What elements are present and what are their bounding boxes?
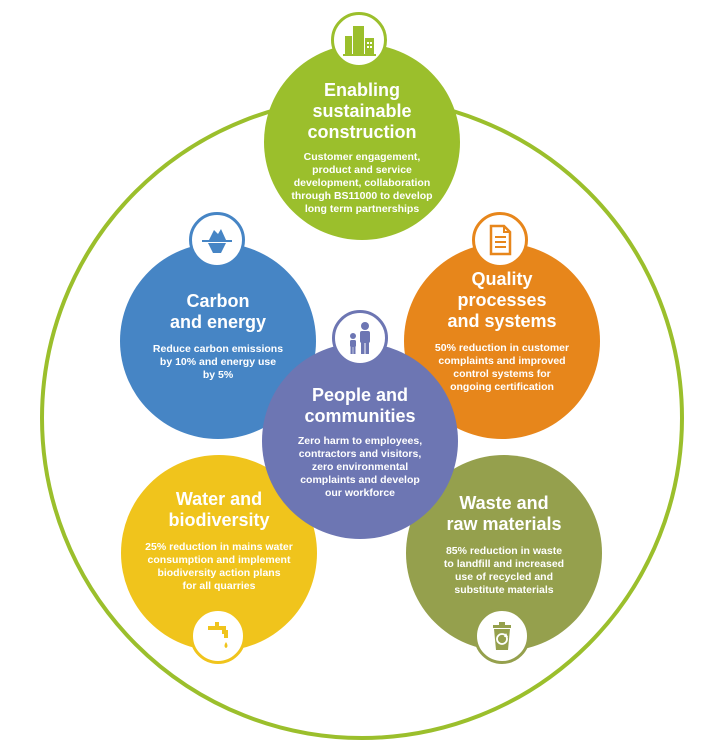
segment-people: People and communities Zero harm to empl… (262, 343, 458, 539)
desc-line: through BS11000 to develop (291, 190, 433, 202)
segment-title: Waste and raw materials (422, 493, 586, 535)
document-icon (472, 212, 528, 268)
segment-title: People and communities (274, 385, 446, 427)
desc-line: development, collaboration (293, 177, 431, 189)
desc-line: by 5% (202, 369, 234, 381)
title-line: raw materials (446, 514, 562, 534)
segment-description: Zero harm to employees, contractors and … (274, 435, 446, 500)
segment-title: Enabling sustainable construction (284, 80, 440, 143)
segment-description: 50% reduction in customer complaints and… (422, 342, 582, 394)
desc-line: 50% reduction in customer (434, 342, 570, 354)
title-line: biodiversity (168, 510, 270, 530)
tap-icon (190, 608, 246, 664)
title-line: Waste and (459, 493, 549, 513)
segment-title: Quality processes and systems (422, 269, 582, 332)
desc-line: Zero harm to employees, (297, 435, 423, 447)
desc-line: substitute materials (454, 584, 554, 596)
desc-line: product and service (312, 164, 412, 176)
desc-line: contractors and visitors, (298, 448, 422, 460)
title-line: construction (307, 122, 417, 142)
desc-line: 25% reduction in mains water (145, 541, 293, 553)
desc-line: control systems for (453, 368, 551, 380)
desc-line: to landfill and increased (443, 558, 565, 570)
segment-title: Carbon and energy (142, 291, 294, 333)
desc-line: Customer engagement, (303, 151, 421, 163)
segment-title: Water and biodiversity (135, 489, 303, 531)
people-icon (332, 310, 388, 366)
title-line: Enabling (324, 80, 400, 100)
title-line: Quality (471, 269, 533, 289)
desc-line: long term partnerships (304, 203, 420, 215)
title-line: sustainable (312, 101, 412, 121)
buildings-icon (331, 12, 387, 68)
segment-description: Customer engagement, product and service… (284, 151, 440, 216)
desc-line: consumption and implement (147, 554, 291, 566)
desc-line: by 10% and energy use (159, 356, 277, 368)
desc-line: use of recycled and (454, 571, 554, 583)
title-line: and systems (447, 311, 557, 331)
desc-line: complaints and develop (300, 474, 420, 486)
title-line: Carbon (186, 291, 250, 311)
desc-line: for all quarries (182, 580, 256, 592)
iceberg-icon (189, 212, 245, 268)
title-line: Water and (175, 489, 263, 509)
title-line: and energy (169, 312, 267, 332)
desc-line: ongoing certification (450, 381, 554, 393)
desc-line: our workforce (324, 487, 395, 499)
desc-line: complaints and improved (438, 355, 566, 367)
segment-description: Reduce carbon emissions by 10% and energ… (142, 343, 294, 382)
desc-line: zero environmental (311, 461, 409, 473)
segment-construction: Enabling sustainable construction Custom… (264, 44, 460, 240)
desc-line: biodiversity action plans (157, 567, 281, 579)
desc-line: Reduce carbon emissions (152, 343, 284, 355)
segment-description: 85% reduction in waste to landfill and i… (422, 545, 586, 597)
desc-line: 85% reduction in waste (445, 545, 563, 557)
segment-description: 25% reduction in mains water consumption… (135, 541, 303, 593)
title-line: processes (457, 290, 547, 310)
recycle-bin-icon (474, 608, 530, 664)
title-line: People and (311, 385, 409, 405)
title-line: communities (304, 406, 416, 426)
